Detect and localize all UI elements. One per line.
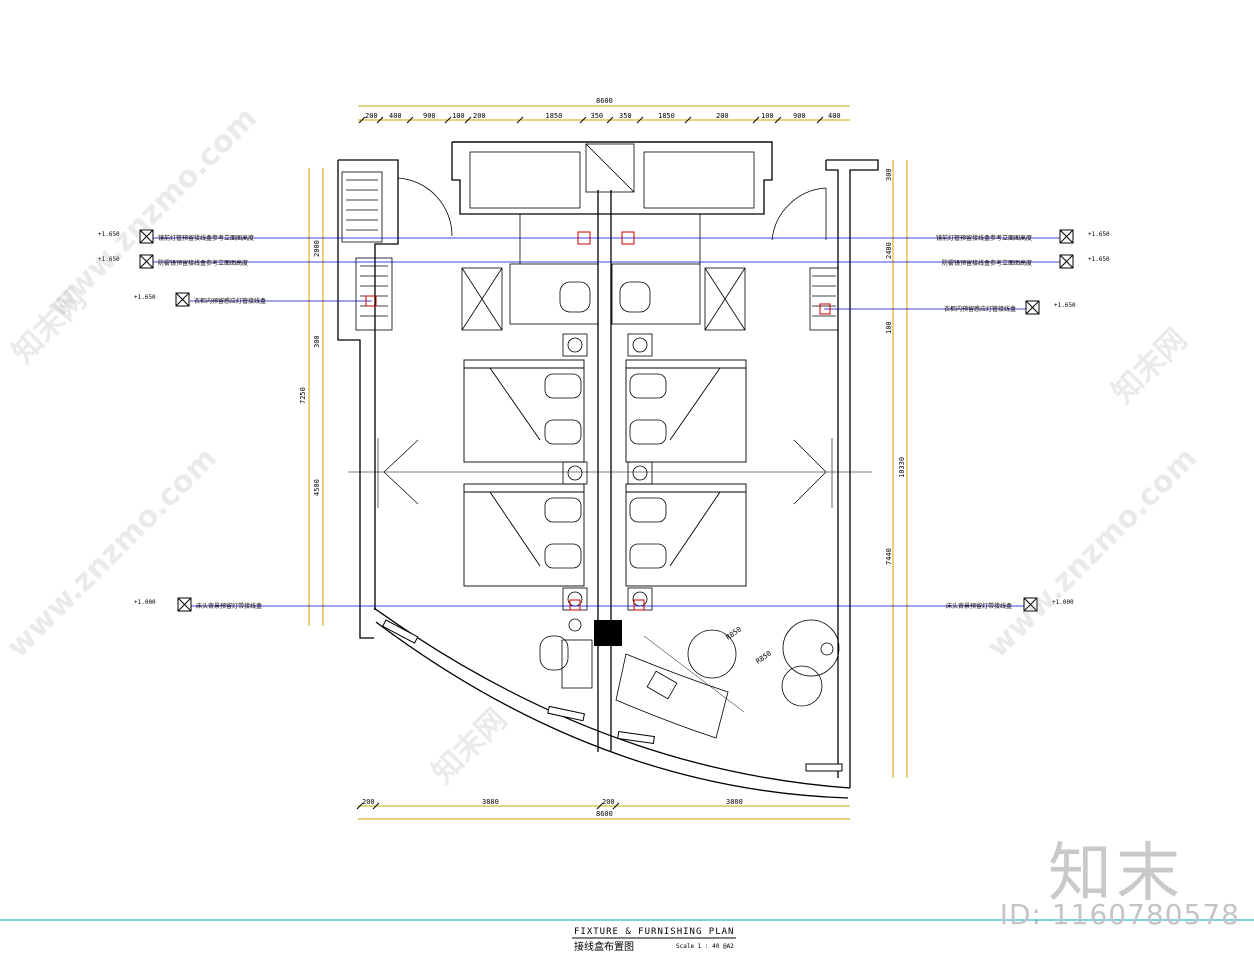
dim-left-segment: 2000 (313, 240, 321, 257)
junction-box-icons (139, 229, 1074, 612)
pillows (544, 373, 667, 569)
note-text-right: 床头背景预留灯带接线盒 (946, 602, 1012, 610)
dim-tick (516, 116, 524, 124)
dim-top-segment: 200 (716, 112, 729, 120)
junction-box-icon-cross (177, 597, 192, 612)
column (594, 620, 622, 646)
walls (337, 141, 879, 799)
junction-box-icon-cross (1059, 254, 1074, 269)
left-shelf (341, 171, 393, 331)
note-level-left: +1.000 (134, 599, 156, 606)
dim-tick (752, 116, 760, 124)
dim-left-segment: 300 (313, 335, 321, 348)
note-text-right: 镜前灯管预留接线盒参考立面图高度 (936, 234, 1032, 242)
note-level-right: +1.000 (1052, 599, 1074, 606)
junction-box-icon-cross (139, 229, 154, 244)
annotation-notes: +1.650 镜前灯管预留接线盒参考立面图高度 +1.650 防雾镜预留接线盒参考立面… (98, 231, 1110, 610)
note-text-left: 衣柜内预留感应灯管接线盒 (194, 297, 266, 305)
dimension-ticks (356, 116, 824, 810)
dim-top-segment: 900 (793, 112, 806, 120)
lounge-chair (539, 635, 593, 689)
nightstand-lamps (562, 333, 653, 632)
note-text-right: 衣柜内预留感应灯管接线盒 (944, 305, 1016, 313)
junction-box-icon-cross (1025, 300, 1040, 315)
dim-top-segment: 1850 (658, 112, 675, 120)
dim-top-segment: 100 (452, 112, 465, 120)
junction-box-icon-cross (139, 254, 154, 269)
dim-bottom-total: 8600 (596, 810, 613, 818)
dim-tick (356, 802, 364, 810)
dim-tick (612, 802, 620, 810)
dim-tick (606, 116, 614, 124)
dim-top-total: 8600 (596, 97, 613, 105)
dimension-labels: 200 400 900 100 200 1850 350 350 1850 200 100 900 40… (313, 112, 893, 806)
dim-right-segment: 2400 (885, 242, 893, 259)
dim-tick (444, 116, 452, 124)
note-level-right: +1.650 (1088, 231, 1110, 238)
note-level-right: +1.650 (1054, 302, 1076, 309)
dim-bottom-segment: 200 (362, 798, 375, 806)
dim-radius: R850 (725, 625, 743, 641)
dim-tick (579, 116, 587, 124)
dim-right-total: 10330 (898, 457, 906, 478)
dim-top-segment: 900 (423, 112, 436, 120)
right-shelf (809, 267, 839, 331)
junction-box-icon-cross (1059, 229, 1074, 244)
dim-radius: R850 (755, 649, 773, 665)
dim-top-segment: 1850 (546, 112, 563, 120)
dimension-lines (308, 105, 908, 820)
dim-left-total: 7250 (299, 387, 307, 404)
brand-logo: 知末 (1048, 837, 1184, 911)
junction-box-icon-cross (1023, 597, 1038, 612)
dim-right-segment: 300 (885, 168, 893, 181)
dim-right-segment: 100 (885, 321, 893, 334)
drawing-scale: Scale 1 : 40 @A2 (676, 943, 734, 950)
dim-top-segment: 350 (591, 112, 604, 120)
dim-tick (358, 116, 366, 124)
note-text-left: 床头背景预留灯带接线盒 (196, 602, 262, 610)
doors (397, 177, 827, 241)
note-text-left: 防雾镜预留接线盒参考立面图高度 (158, 259, 248, 267)
note-text-right: 防雾镜预留接线盒参考立面图高度 (942, 259, 1032, 267)
drawing-title-cn: 接线盒布置图 (574, 940, 634, 953)
dim-top-segment: 400 (389, 112, 402, 120)
axis-lines (348, 438, 872, 508)
note-level-left: +1.650 (98, 231, 120, 238)
bathrooms (461, 143, 755, 331)
note-level-left: +1.650 (98, 256, 120, 263)
dim-top-segment: 200 (473, 112, 486, 120)
leader-lines (152, 237, 1068, 607)
junction-box-icon-cross (175, 292, 190, 307)
dim-top-segment: 100 (761, 112, 774, 120)
note-level-left: +1.650 (134, 294, 156, 301)
dim-tick (406, 116, 414, 124)
dim-tick (684, 116, 692, 124)
dim-tick (372, 802, 380, 810)
beds (463, 359, 747, 587)
dim-bottom-segment: 3800 (482, 798, 499, 806)
dim-tick (376, 116, 384, 124)
dim-tick (636, 116, 644, 124)
dim-bottom-segment: 3800 (726, 798, 743, 806)
dim-top-segment: 200 (365, 112, 378, 120)
dim-right-segment: 7440 (885, 548, 893, 565)
note-text-left: 镜前灯管预留接线盒参考立面图高度 (158, 234, 254, 242)
dim-top-segment: 350 (619, 112, 632, 120)
drawing-title-en: FIXTURE & FURNISHING PLAN (574, 927, 734, 937)
dim-tick (464, 116, 472, 124)
dim-tick (774, 116, 782, 124)
dim-tick (816, 116, 824, 124)
note-level-right: +1.650 (1088, 256, 1110, 263)
dim-left-segment: 4500 (313, 479, 321, 496)
junction-markers (365, 231, 831, 611)
dim-tick (596, 802, 604, 810)
dim-bottom-segment: 200 (602, 798, 615, 806)
desk-area (615, 619, 840, 739)
asset-id: ID: 1160780578 (999, 898, 1240, 931)
dim-top-segment: 400 (828, 112, 841, 120)
radiators (382, 619, 843, 772)
